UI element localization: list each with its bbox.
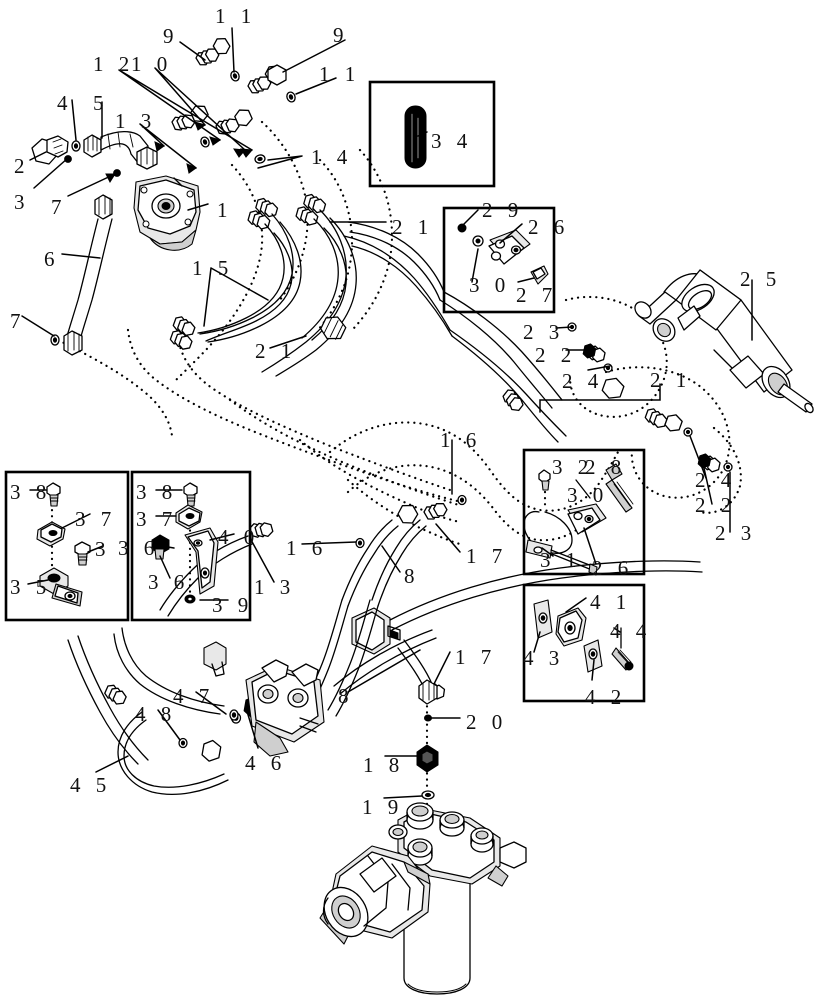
callout-number-9: 9: [333, 23, 349, 47]
callout-number-9: 9: [163, 24, 179, 48]
hose-assembly-6: [50, 194, 113, 356]
callout-number-36: 3 6: [118, 536, 160, 560]
callout-number-11: 1 1: [215, 4, 257, 28]
callout-number-26: 2 6: [592, 556, 634, 580]
bottom-left-tube-group: [67, 627, 325, 795]
callout-number-22: 2 2: [535, 343, 577, 367]
callout-number-22: 2 2: [695, 493, 737, 517]
callout-number-42: 4 2: [585, 685, 627, 709]
callout-number-44: 4 4: [610, 619, 652, 643]
phantom-reference-lines: [56, 120, 742, 546]
leader-lines: [21, 27, 753, 799]
callout-number-3: 3: [95, 537, 111, 561]
callout-number-40: 4 0: [218, 525, 260, 549]
hose-assembly-21-center: [320, 221, 683, 443]
callout-number-10: 1 0: [131, 52, 173, 76]
callout-number-12: 1 2: [93, 52, 135, 76]
callout-number-28: 2 8: [585, 455, 627, 479]
callout-number-36: 3 6: [148, 570, 190, 594]
inset-strap-contents: [523, 463, 634, 576]
callout-number-39: 3 9: [212, 593, 254, 617]
top-fittings-group: [170, 37, 296, 164]
inset-bracket2-contents: [151, 482, 219, 604]
right-fittings-group: [567, 322, 733, 474]
callout-number-8: 8: [338, 684, 354, 708]
steering-control-unit: [133, 175, 201, 251]
callout-number-13: 1 3: [254, 575, 296, 599]
callout-number-17: 1 7: [455, 645, 497, 669]
callout-number-19: 1 9: [362, 795, 404, 819]
callout-number-8: 8: [404, 564, 420, 588]
callout-number-29: 2 9: [482, 198, 524, 222]
callout-number-7: 7: [51, 195, 67, 219]
callout-number-30: 3 0: [469, 273, 511, 297]
callout-number-1: 1: [217, 198, 233, 222]
callout-number-20: 2 0: [466, 710, 508, 734]
callout-number-2: 2: [14, 154, 30, 178]
callout-number-11: 1 1: [319, 62, 361, 86]
callout-number-21: 2 1: [650, 368, 692, 392]
callout-number-30: 3 0: [567, 483, 609, 507]
callout-number-45: 4 5: [70, 773, 112, 797]
callout-number-27: 2 7: [516, 283, 558, 307]
callout-number-25: 2 5: [740, 267, 782, 291]
callout-number-7: 7: [10, 309, 26, 333]
inset-clamp-contents: [457, 223, 549, 285]
callout-number-26: 2 6: [528, 215, 570, 239]
callout-number-6: 6: [44, 247, 60, 271]
callout-number-18: 1 8: [363, 753, 405, 777]
callout-number-14: 1 4: [311, 145, 353, 169]
callout-number-5: 5: [93, 91, 109, 115]
hose-pair-15: [167, 196, 302, 352]
callout-number-37: 3 7: [75, 507, 117, 531]
callout-number-38: 3 8: [136, 480, 178, 504]
inset-bracket1-contents: [36, 482, 91, 607]
callout-number-35: 3 5: [10, 575, 52, 599]
callout-number-16: 1 6: [440, 428, 482, 452]
callout-number-48: 4 8: [135, 702, 177, 726]
callout-number-13: 1 3: [115, 109, 157, 133]
upper-left-fitting-group: [31, 130, 158, 177]
callout-number-24: 2 4: [695, 468, 737, 492]
callout-number-38: 3 8: [10, 480, 52, 504]
callout-number-34: 3 4: [431, 129, 473, 153]
callout-number-31: 3 1: [540, 548, 582, 572]
callout-number-24: 2 4: [562, 369, 604, 393]
callout-number-46: 4 6: [245, 751, 287, 775]
callout-number-47: 4 7: [173, 684, 215, 708]
inset-plate-contents: [533, 599, 634, 673]
callout-number-37: 3 7: [136, 507, 178, 531]
callout-number-15: 1 5: [192, 256, 234, 280]
inset-frames: [4, 80, 646, 703]
callout-number-32: 3 2: [552, 455, 594, 479]
gear-pump-and-filter-assembly: [319, 802, 527, 995]
callout-number-23: 2 3: [715, 521, 757, 545]
steering-cylinder-25: [634, 269, 814, 414]
callout-number-41: 4 1: [590, 590, 632, 614]
callout-number-43: 4 3: [523, 646, 565, 670]
callout-number-21: 2 1: [392, 215, 434, 239]
callout-number-3: 3: [14, 190, 30, 214]
callout-number-21: 2 1: [255, 339, 297, 363]
leader-arrowheads: [105, 121, 254, 184]
hose-8-to-manifold: [333, 560, 703, 695]
callout-number-16: 1 6: [286, 536, 328, 560]
center-bottom-fittings: [416, 679, 439, 832]
callout-number-23: 2 3: [523, 320, 565, 344]
callout-number-17: 1 7: [466, 544, 508, 568]
callout-number-4: 4: [57, 91, 73, 115]
hose-pair-21-left: [261, 192, 357, 377]
inset-seal-contents: [404, 105, 427, 169]
